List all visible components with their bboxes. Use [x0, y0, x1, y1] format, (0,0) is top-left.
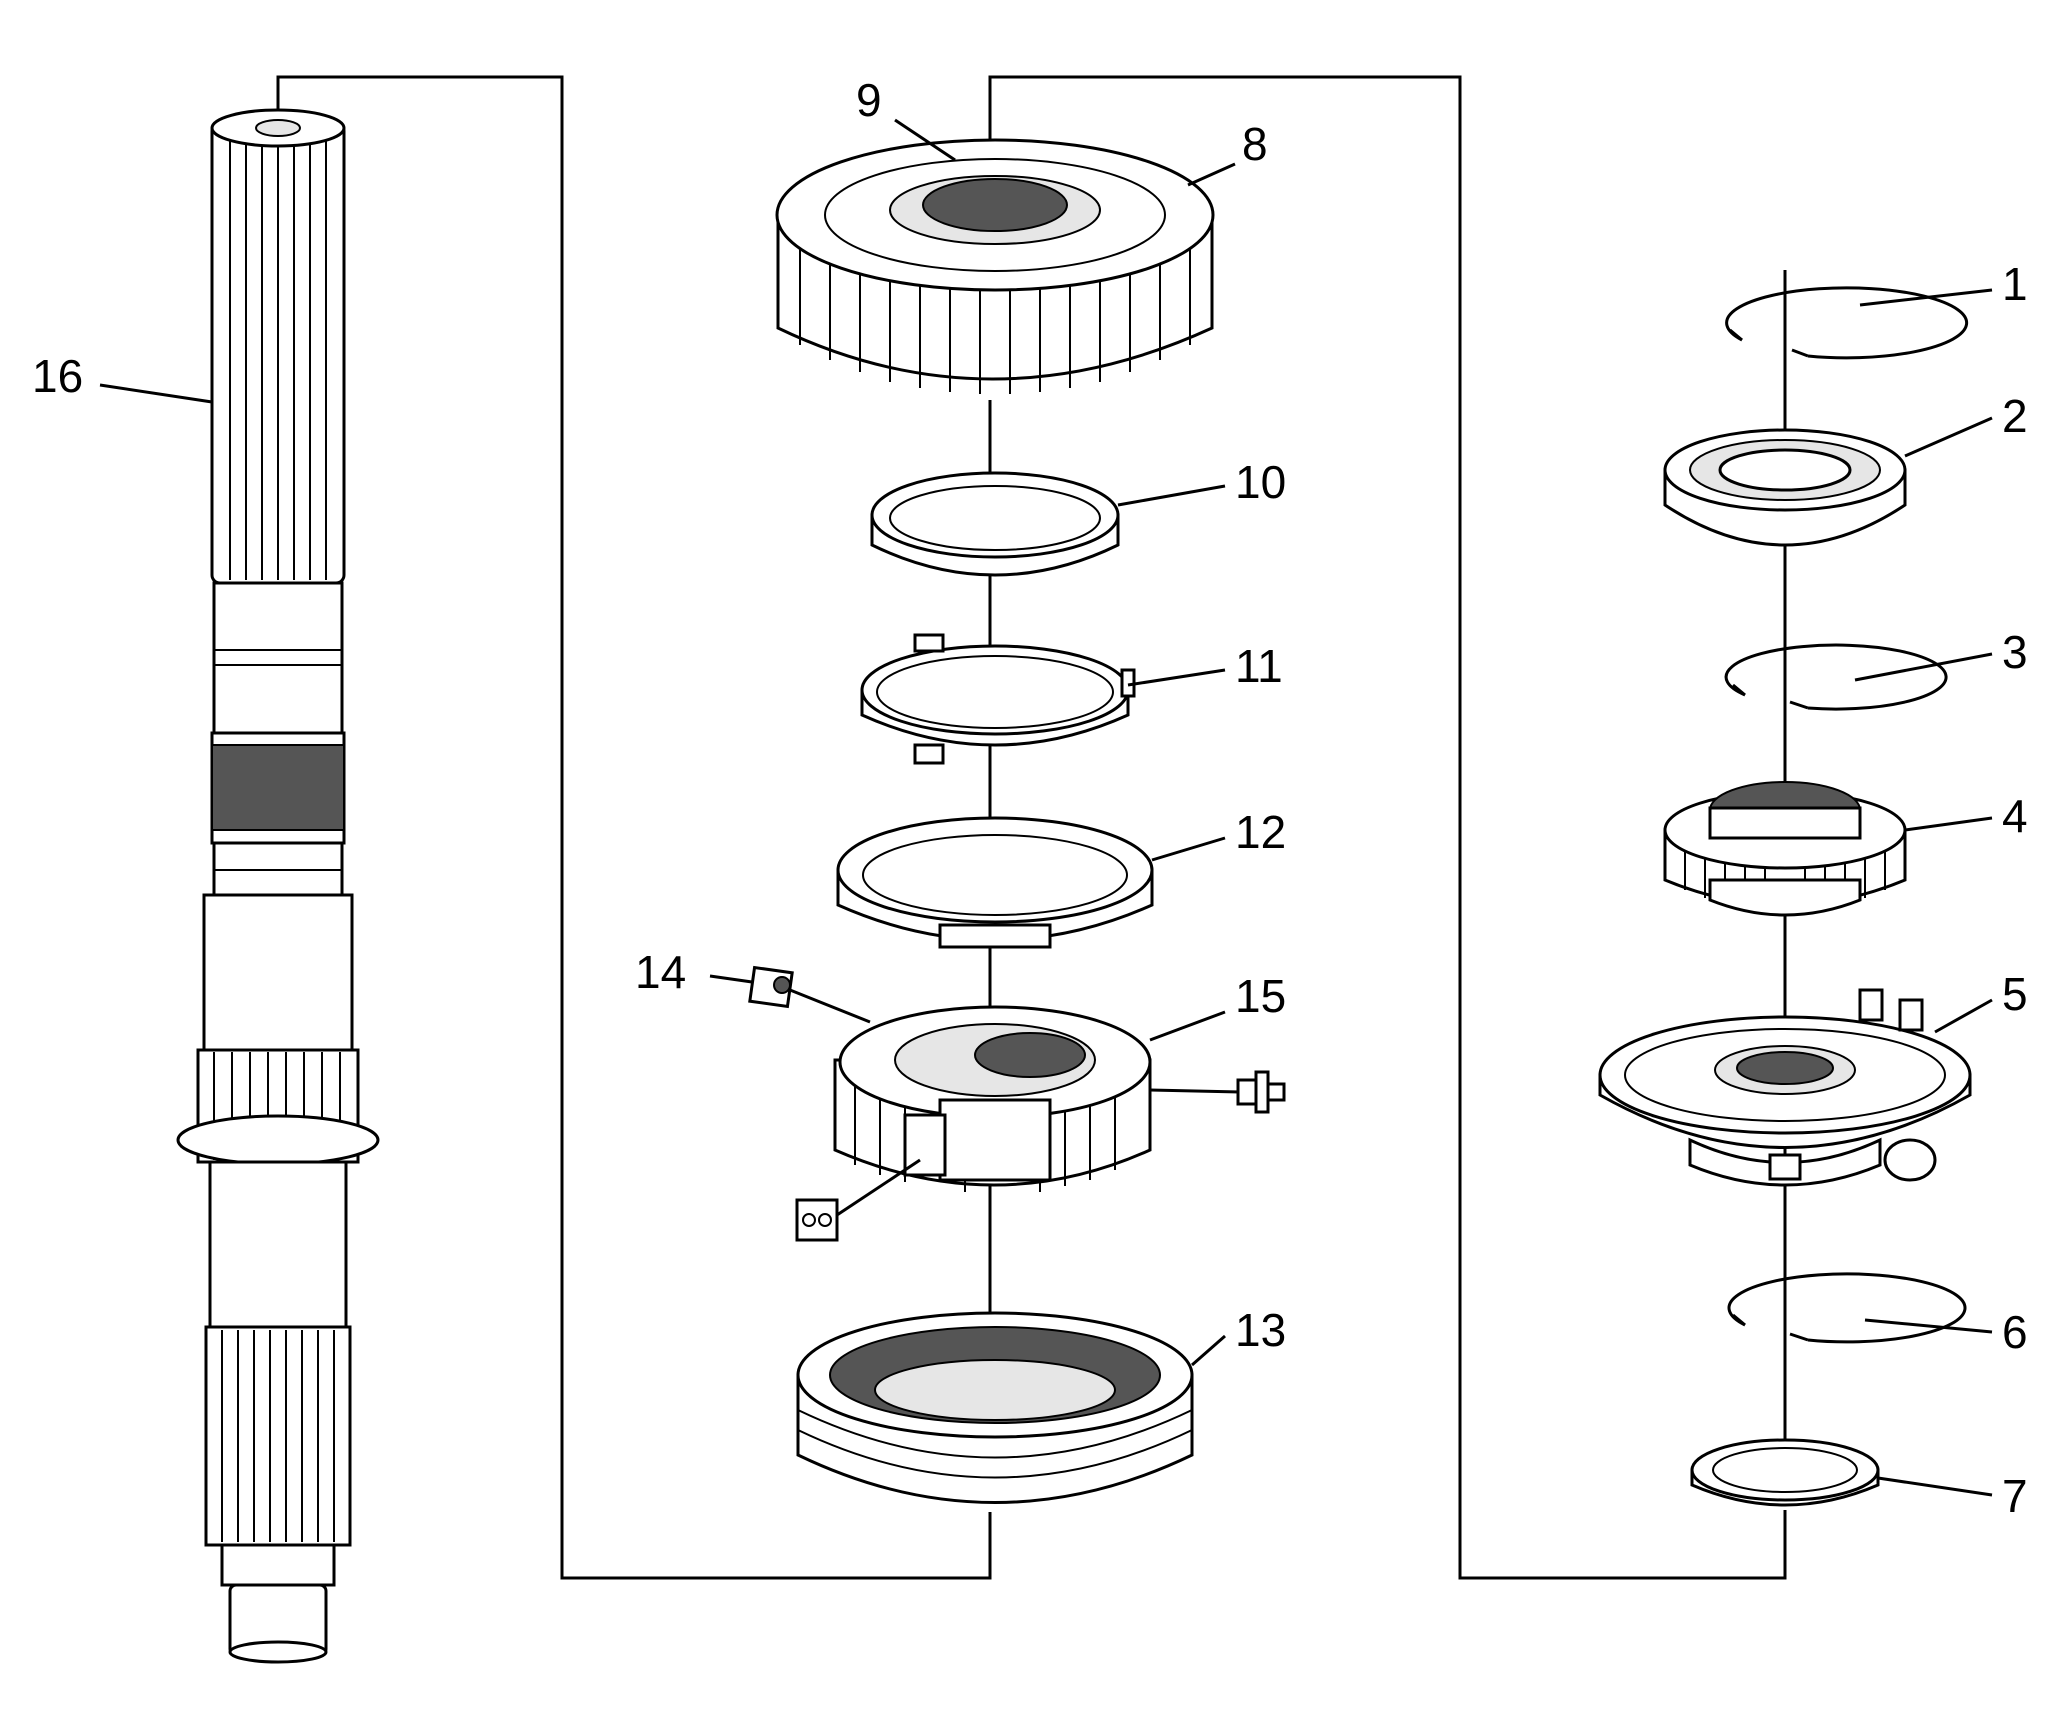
synchronizer-sleeve — [796, 1311, 1194, 1504]
bearing — [1663, 428, 1907, 547]
callout-1: 1 — [2002, 258, 2028, 310]
small-gear — [1663, 781, 1907, 917]
callout-7: 7 — [2002, 1470, 2028, 1522]
synchronizer-key — [748, 965, 871, 1024]
blocker-ring — [870, 471, 1120, 577]
callout-6: 6 — [2002, 1306, 2028, 1358]
callout-16: 16 — [32, 350, 83, 402]
snap-ring-1 — [1725, 286, 1969, 360]
callout-2: 2 — [2002, 390, 2028, 442]
callout-3: 3 — [2002, 626, 2028, 678]
synchronizer-hub — [833, 1005, 1152, 1192]
large-gear — [775, 138, 1215, 394]
callout-13: 13 — [1235, 1304, 1286, 1356]
callout-8: 8 — [1242, 118, 1268, 170]
strut-plate — [795, 1158, 921, 1242]
callout-5: 5 — [2002, 968, 2028, 1020]
callout-10: 10 — [1235, 456, 1286, 508]
main-shaft — [176, 108, 380, 1664]
thrust-washer — [1690, 1438, 1880, 1507]
cone-ring — [860, 633, 1136, 765]
callout-11: 11 — [1235, 640, 1283, 692]
synchronizer-ring — [836, 816, 1154, 949]
callout-9: 9 — [856, 74, 882, 126]
retainer-plate — [1598, 988, 1972, 1187]
detent-plunger — [1149, 1070, 1286, 1114]
callout-12: 12 — [1235, 806, 1286, 858]
callout-15: 15 — [1235, 970, 1286, 1022]
callout-4: 4 — [2002, 790, 2028, 842]
snap-ring-6 — [1727, 1272, 1967, 1344]
callout-leaders — [99, 118, 1993, 1497]
callout-14: 14 — [635, 946, 686, 998]
callout-labels: 1 2 3 4 5 6 7 8 9 10 11 12 13 14 15 16 — [32, 74, 2028, 1522]
snap-ring-3 — [1724, 643, 1948, 711]
